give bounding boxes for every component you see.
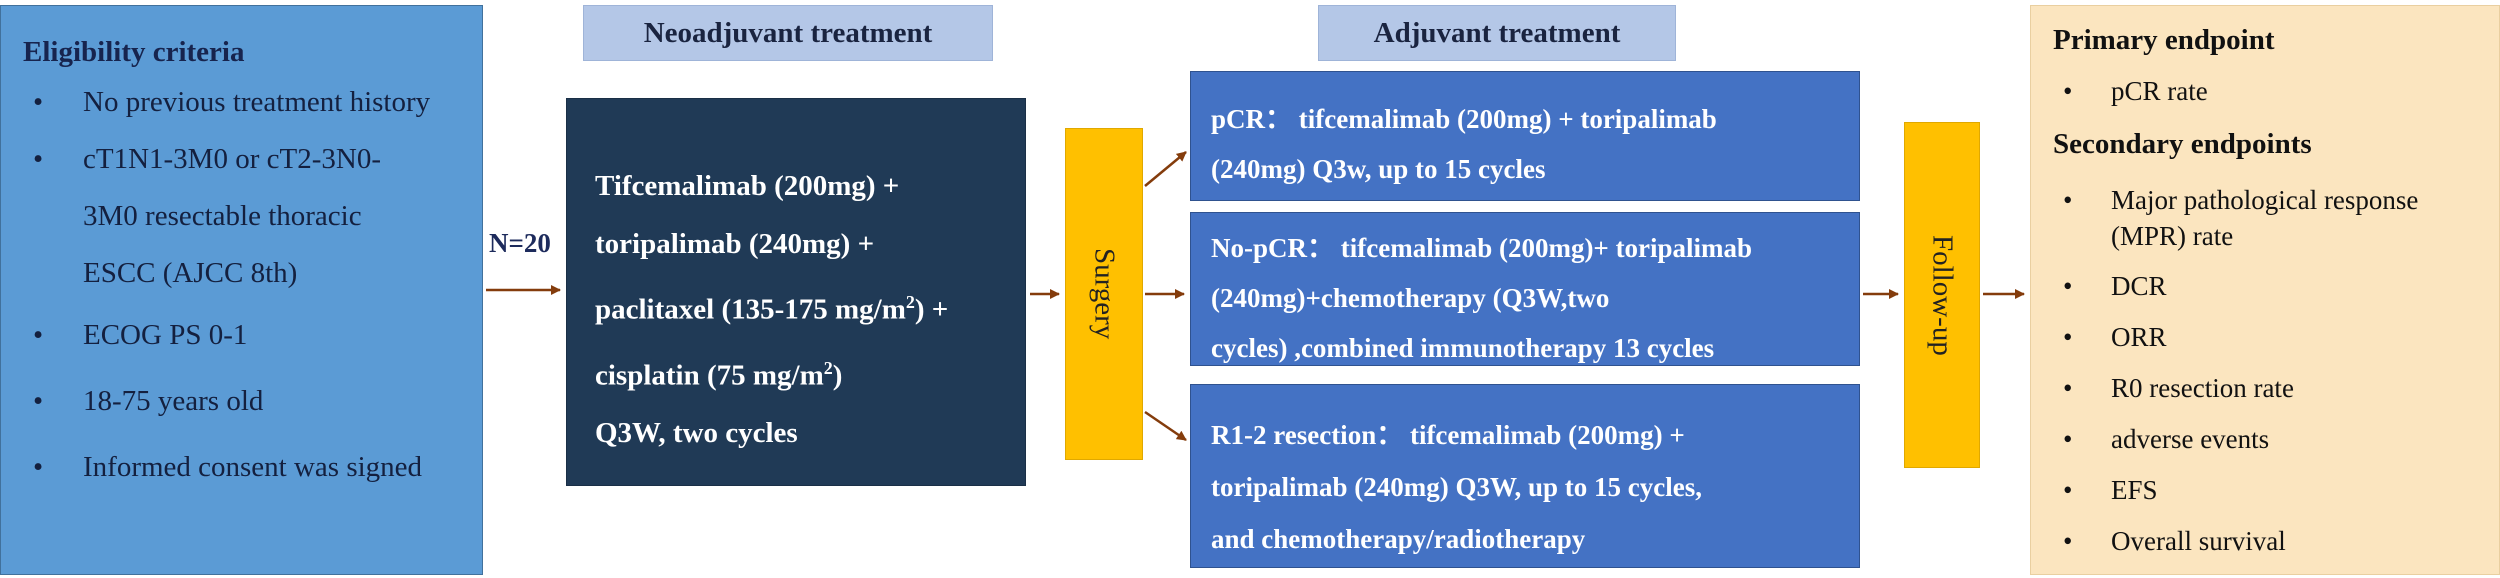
bullet: • <box>2063 424 2073 454</box>
bullet: • <box>33 86 44 118</box>
neoadjuvant-text: paclitaxel (135-175 mg/m <box>595 293 906 326</box>
secondary-endpoint-list: • Major pathological response (MPR) rate… <box>2049 182 2418 559</box>
endpoint-item-text: R0 resection rate <box>2111 373 2294 403</box>
neoadjuvant-line: Tifcemalimab (200mg) + <box>595 170 900 202</box>
adjuvant-r12-box: R1-2 resection： tifcemalimab (200mg) + t… <box>1190 384 1860 568</box>
eligibility-item: • 18-75 years old <box>21 368 491 434</box>
bullet: • <box>2063 475 2073 505</box>
neoadjuvant-header: Neoadjuvant treatment <box>583 5 993 61</box>
endpoint-item: • EFS <box>2049 472 2418 508</box>
adjuvant-pcr-box: pCR： tifcemalimab (200mg) + toripalimab … <box>1190 71 1860 201</box>
eligibility-item: • ECOG PS 0-1 <box>21 302 491 368</box>
adjuvant-header: Adjuvant treatment <box>1318 5 1676 61</box>
no-pcr-line: (240mg)+chemotherapy (Q3W,two <box>1211 283 1610 313</box>
neoadjuvant-text: ) + <box>914 293 949 326</box>
arrow-surgery-to-pcr <box>1144 151 1187 187</box>
superscript: 2 <box>905 292 915 312</box>
primary-endpoint-title: Primary endpoint <box>2053 24 2275 56</box>
bullet: • <box>2063 76 2073 106</box>
r12-line: R1-2 resection： tifcemalimab (200mg) + <box>1211 420 1685 450</box>
adjuvant-no-pcr-box: No-pCR： tifcemalimab (200mg)+ toripalima… <box>1190 212 1860 366</box>
eligibility-box: Eligibility criteria • No previous treat… <box>0 5 483 575</box>
endpoint-item-text: adverse events <box>2111 424 2270 454</box>
eligibility-title: Eligibility criteria <box>23 36 245 68</box>
neoadjuvant-regimen: Tifcemalimab (200mg) + toripalimab (240m… <box>595 157 1015 462</box>
no-pcr-line: cycles) ,combined immunotherapy 13 cycle… <box>1211 333 1715 363</box>
endpoint-item-text: Major pathological response <box>2111 185 2419 215</box>
eligibility-item-text: ESCC (AJCC 8th) <box>83 257 298 289</box>
bullet: • <box>33 143 44 175</box>
surgery-box: Surgery <box>1065 128 1143 460</box>
endpoint-item: • Major pathological response (MPR) rate <box>2049 182 2418 254</box>
endpoint-item: • Overall survival <box>2049 523 2418 559</box>
no-pcr-line: No-pCR： tifcemalimab (200mg)+ toripalima… <box>1211 233 1753 263</box>
neoadjuvant-text: ) <box>832 359 843 392</box>
pcr-line: pCR： tifcemalimab (200mg) + toripalimab <box>1211 104 1717 134</box>
bullet: • <box>2063 526 2073 556</box>
eligibility-item-text: Informed consent was signed <box>83 451 423 483</box>
endpoint-item-text: ORR <box>2111 322 2167 352</box>
arrow-surgery-to-r12 <box>1144 410 1187 442</box>
eligibility-item-text: No previous treatment history <box>83 86 431 118</box>
endpoint-item-text: (MPR) rate <box>2111 221 2234 251</box>
r12-line: toripalimab (240mg) Q3W, up to 15 cycles… <box>1211 472 1702 502</box>
bullet: • <box>2063 185 2073 215</box>
primary-endpoint-list: • pCR rate <box>2049 76 2208 107</box>
superscript: 2 <box>823 357 833 378</box>
secondary-endpoints-title: Secondary endpoints <box>2053 128 2312 160</box>
pcr-line: (240mg) Q3w, up to 15 cycles <box>1211 154 1546 184</box>
endpoint-item: • pCR rate <box>2049 76 2208 107</box>
eligibility-item-text: 3M0 resectable thoracic <box>83 200 362 232</box>
eligibility-item-text: ECOG PS 0-1 <box>83 319 248 351</box>
endpoint-item: • DCR <box>2049 268 2418 304</box>
endpoints-box: Primary endpoint • pCR rate Secondary en… <box>2030 5 2500 575</box>
bullet: • <box>2063 322 2073 352</box>
bullet: • <box>33 319 44 351</box>
eligibility-item: • cT1N1-3M0 or cT2-3N0- 3M0 resectable t… <box>21 131 491 302</box>
endpoint-item-text: Overall survival <box>2111 526 2286 556</box>
bullet: • <box>33 451 44 483</box>
neoadjuvant-line: paclitaxel (135-175 mg/m2) + <box>595 273 1015 339</box>
neoadjuvant-line: Q3W, two cycles <box>595 417 798 450</box>
follow-up-box: Follow-up <box>1904 122 1980 468</box>
neoadjuvant-text: cisplatin (75 mg/m <box>595 359 824 392</box>
endpoint-item: • adverse events <box>2049 421 2418 457</box>
endpoint-item-text: pCR rate <box>2111 76 2208 106</box>
endpoint-item-text: DCR <box>2111 271 2167 301</box>
neoadjuvant-line: toripalimab (240mg) + <box>595 228 875 260</box>
sample-size-label: N=20 <box>489 228 551 258</box>
eligibility-item-text: cT1N1-3M0 or cT2-3N0- <box>83 143 381 175</box>
endpoint-item: • R0 resection rate <box>2049 370 2418 406</box>
endpoint-item-text: EFS <box>2111 475 2158 505</box>
r12-line: and chemotherapy/radiotherapy <box>1211 524 1586 554</box>
bullet: • <box>33 385 44 417</box>
neoadjuvant-box: Tifcemalimab (200mg) + toripalimab (240m… <box>566 98 1026 486</box>
eligibility-list: • No previous treatment history • cT1N1-… <box>21 74 491 500</box>
bullet: • <box>2063 271 2073 301</box>
eligibility-item: • Informed consent was signed <box>21 434 491 500</box>
eligibility-item: • No previous treatment history <box>21 74 491 131</box>
endpoint-item: • ORR <box>2049 319 2418 355</box>
neoadjuvant-line: cisplatin (75 mg/m2) <box>595 339 1015 405</box>
eligibility-item-text: 18-75 years old <box>83 385 264 417</box>
bullet: • <box>2063 373 2073 403</box>
